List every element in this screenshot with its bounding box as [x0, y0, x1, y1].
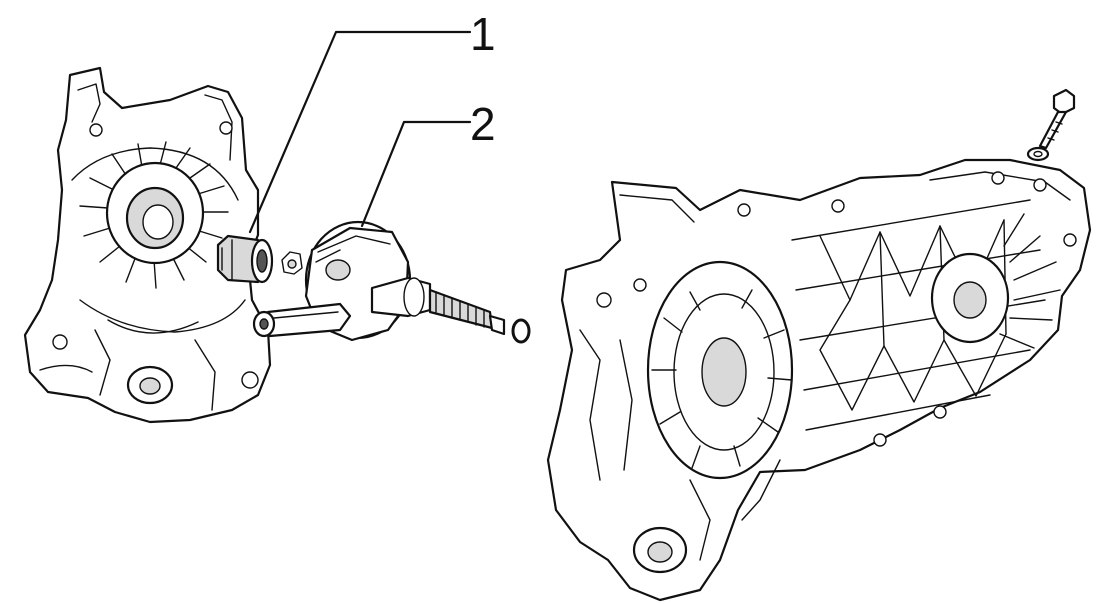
- callout-label-1: 1: [470, 8, 496, 60]
- callout-1: 1: [248, 8, 496, 234]
- right-crankcase-half: [546, 158, 1092, 602]
- oil-drain-bolt: [1026, 88, 1076, 162]
- part-1-bearing: [216, 234, 274, 284]
- part-2-crankshaft: [252, 220, 531, 344]
- callout-label-2: 2: [470, 98, 496, 150]
- callout-2: 2: [360, 98, 496, 228]
- left-crankcase-half: [23, 66, 272, 424]
